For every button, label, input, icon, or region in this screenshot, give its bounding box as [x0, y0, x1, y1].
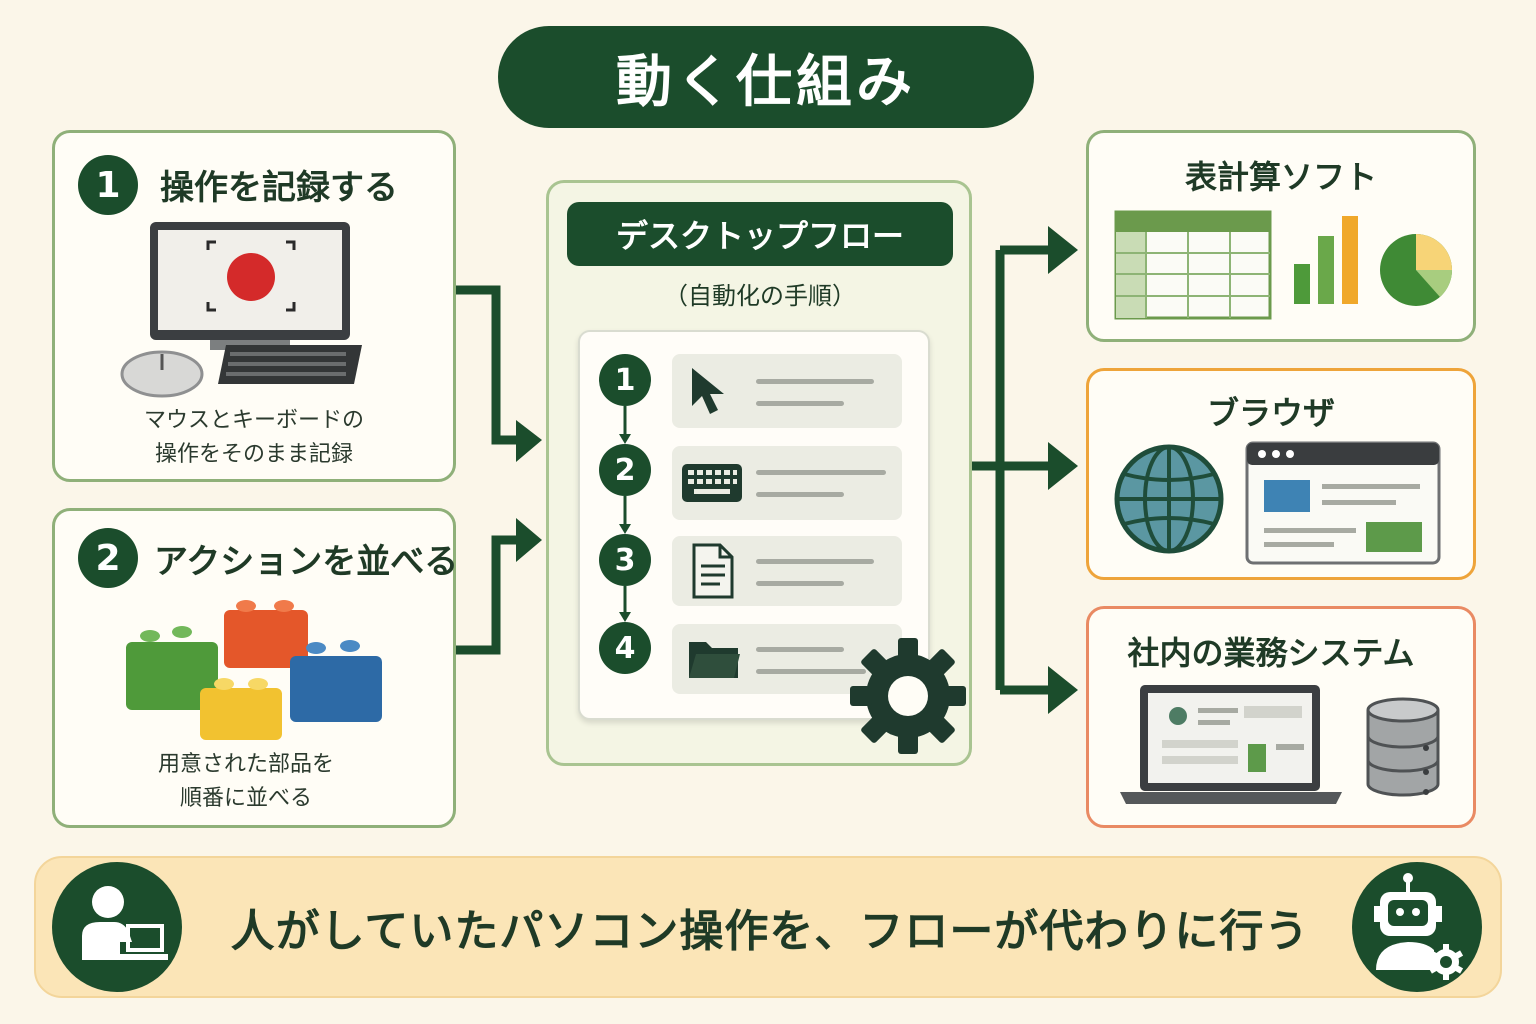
step-title-actions: アクションを並べる: [154, 542, 459, 582]
action-line: [756, 379, 874, 384]
action-number-3: 3: [599, 534, 651, 586]
database-icon: [1366, 697, 1440, 797]
step-number-1: 1: [78, 155, 138, 215]
caption-line: 順番に並べる: [179, 786, 312, 811]
action-line: [756, 492, 844, 497]
gear-icon: [850, 638, 966, 754]
step-title-record: 操作を記録する: [160, 168, 398, 208]
spreadsheet-icon: [1114, 210, 1453, 320]
cursor-icon: [692, 368, 724, 414]
action-line: [756, 647, 844, 652]
action-line: [756, 669, 866, 674]
step-sequence-arrows: [619, 406, 631, 622]
step-caption-actions: 用意された部品を 順番に並べる: [60, 748, 432, 816]
step-caption-record: マウスとキーボードの 操作をそのまま記録: [60, 404, 448, 472]
page-title: 動く仕組み: [498, 26, 1034, 128]
browser-window-icon: [1245, 441, 1441, 565]
arrow-record-to-flow: [456, 285, 520, 445]
action-line: [756, 401, 844, 406]
action-line: [756, 559, 874, 564]
action-number-4: 4: [599, 622, 651, 674]
blocks-icon: [126, 600, 382, 740]
arrow-actions-to-flow: [456, 535, 520, 655]
person-at-laptop-icon: [82, 886, 168, 960]
flow-subtitle: （自動化の手順）: [664, 282, 856, 310]
laptop-icon: [1120, 685, 1342, 804]
action-number-1: 1: [599, 354, 651, 406]
caption-line: 操作をそのまま記録: [154, 442, 353, 467]
target-title-browser: ブラウザ: [1206, 394, 1335, 432]
document-icon: [692, 543, 734, 599]
step-number-2: 2: [78, 528, 138, 588]
computer-record-icon: [120, 222, 362, 398]
target-title-system: 社内の業務システム: [1127, 634, 1415, 672]
globe-icon: [1114, 444, 1224, 554]
summary-message: 人がしていたパソコン操作を、フローが代わりに行う: [230, 906, 1310, 957]
action-number-2: 2: [599, 444, 651, 496]
action-line: [756, 581, 844, 586]
summary-banner: [34, 856, 1502, 998]
keyboard-icon: [682, 464, 742, 502]
target-title-spreadsheet: 表計算ソフト: [1184, 158, 1377, 196]
folder-icon: [689, 642, 740, 678]
robot-icon: [1374, 873, 1464, 980]
caption-line: マウスとキーボードの: [143, 408, 364, 433]
flow-title: デスクトップフロー: [567, 202, 953, 266]
action-line: [756, 470, 886, 475]
caption-line: 用意された部品を: [157, 752, 334, 777]
